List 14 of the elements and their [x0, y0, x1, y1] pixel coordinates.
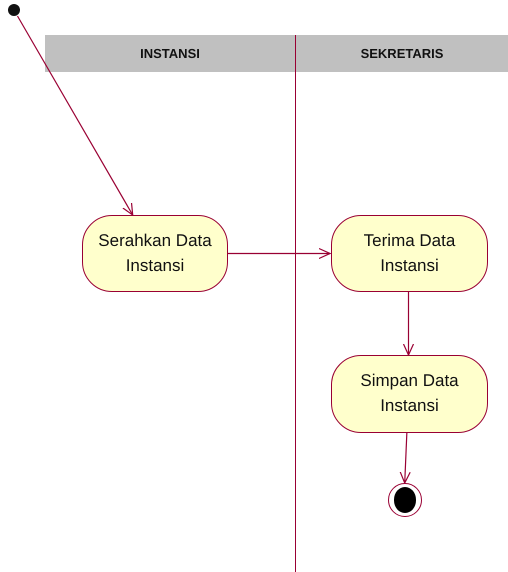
activity-label: Serahkan Data Instansi — [97, 230, 213, 276]
arrow — [400, 432, 411, 484]
activity-label: Terima Data Instansi — [362, 230, 456, 276]
arrow — [402, 292, 414, 356]
activity-label: Simpan Data Instansi — [359, 370, 460, 417]
activity-node — [331, 215, 488, 292]
start-node — [8, 4, 20, 16]
swimlane-header: INSTANSI — [45, 35, 295, 72]
activity-node — [331, 355, 488, 433]
arrow — [228, 248, 331, 260]
swimlane-header: SEKRETARIS — [296, 35, 508, 72]
end-node — [388, 483, 422, 517]
activity-node — [82, 215, 228, 292]
arrow — [16, 16, 134, 216]
